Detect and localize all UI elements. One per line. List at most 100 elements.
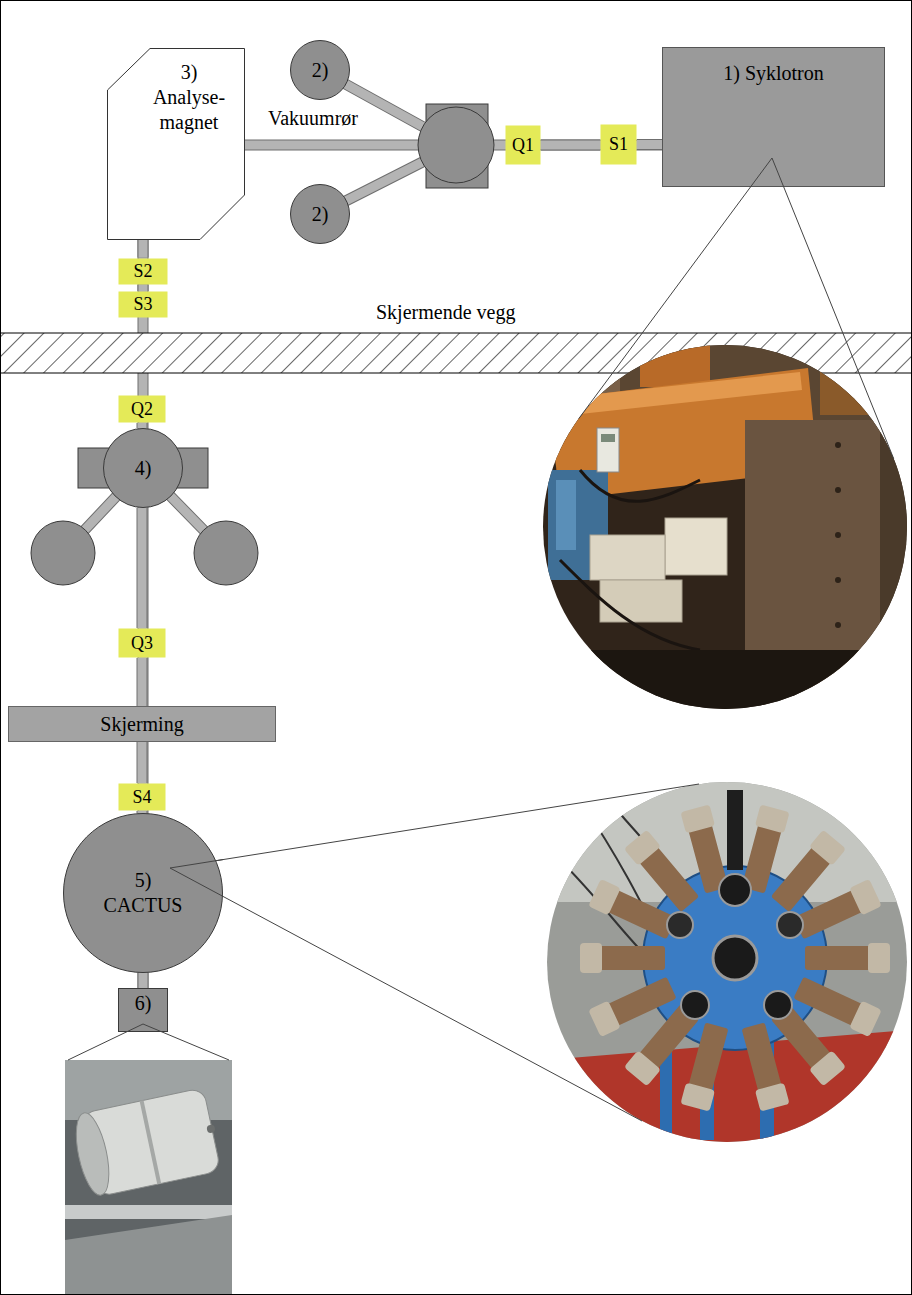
vacuum-pipe	[138, 423, 147, 428]
vacuum-pipe	[137, 508, 148, 628]
vacuum-pipe	[143, 285, 144, 292]
node-outline	[63, 813, 223, 973]
node-outline	[291, 41, 350, 100]
component-label: Skjerming	[100, 712, 183, 737]
node-content: Q3	[118, 628, 166, 658]
cyclotron-photo	[820, 345, 890, 415]
cyclotron-box: 1) Syklotron	[662, 47, 885, 187]
steerer-box: S3	[118, 291, 168, 318]
cactus-photo	[547, 782, 907, 1142]
vacuum-pipe	[139, 285, 148, 292]
node-content: S1	[600, 124, 637, 165]
component-label: 5)	[135, 868, 152, 893]
leader-line	[170, 868, 223, 973]
switching-magnet	[194, 521, 258, 585]
vacuum-pipe	[139, 973, 148, 988]
cyclotron-photo	[590, 535, 665, 580]
cactus-photo	[805, 946, 875, 970]
vacuum-pipe	[143, 973, 144, 988]
node-outline	[64, 814, 223, 973]
vacuum-pipe	[541, 140, 600, 151]
cactus-photo	[849, 879, 882, 915]
cyclotron-photo	[560, 372, 802, 416]
detector-photo	[70, 1087, 224, 1199]
node-outline	[119, 292, 168, 318]
detector-photo	[65, 1215, 232, 1295]
node-content: 2)	[290, 184, 350, 244]
steerer-box: S4	[118, 783, 166, 811]
vacuum-pipe	[142, 742, 143, 783]
node-content: 6)	[118, 988, 168, 1032]
node-outline	[119, 784, 166, 811]
shielding-band: Skjerming	[8, 706, 276, 742]
node-outline	[119, 258, 168, 284]
cactus-photo	[624, 830, 702, 914]
detector-photo	[65, 1060, 232, 1295]
vacuum-pipe	[138, 240, 149, 258]
vacuum-pipe	[541, 141, 600, 150]
cactus-photo	[580, 943, 602, 973]
cyclotron-photo	[835, 622, 841, 628]
component-label: S2	[133, 260, 152, 283]
cactus-photo	[624, 1050, 661, 1086]
node-content: S2	[118, 258, 168, 285]
vacuum-pipe	[138, 973, 149, 988]
detector-photo	[65, 1060, 232, 1295]
vacuum-pipe	[137, 658, 148, 706]
cactus-photo	[580, 943, 665, 973]
leader-line	[170, 813, 223, 868]
component-label: 2)	[312, 58, 329, 83]
vacuum-pipe	[137, 423, 148, 428]
node-outline	[119, 629, 166, 658]
cactus-photo	[547, 782, 907, 1142]
node-outline	[663, 48, 885, 187]
vacuum-pipe	[142, 508, 143, 628]
leader-line	[68, 158, 894, 1121]
component-label: Q3	[131, 632, 153, 655]
vacuum-pipe	[138, 285, 149, 292]
vacuum-pipe	[137, 811, 148, 813]
cyclotron-photo	[601, 434, 615, 442]
vacuum-pipe	[637, 144, 662, 145]
leader-line	[118, 1024, 143, 1032]
node-content: Skjerming	[8, 706, 276, 742]
node-content: 1) Syklotron	[662, 47, 885, 187]
component-label: 1) Syklotron	[723, 61, 824, 86]
node-outline	[506, 126, 541, 165]
quadrupole-box: Q2	[118, 395, 166, 423]
component-label: 2)	[312, 202, 329, 227]
component-label: Q1	[512, 134, 534, 157]
cactus-photo	[739, 1022, 790, 1112]
cactus-photo	[809, 830, 846, 866]
detector-box: 6)	[118, 988, 168, 1032]
node-outline	[108, 49, 245, 240]
cyclotron-photo	[745, 420, 880, 690]
node-content: 5)CACTUS	[63, 813, 223, 973]
leader-line	[662, 158, 772, 187]
detector-photo	[206, 1124, 215, 1133]
cyclotron-photo	[835, 487, 841, 493]
cyclotron-photo	[665, 518, 727, 575]
detector-photo	[140, 1100, 162, 1184]
detector-photo	[65, 1205, 232, 1219]
leader-line	[143, 1024, 168, 1032]
switching-magnet	[418, 107, 494, 183]
cactus-photo	[588, 1001, 621, 1037]
cyclotron-photo	[835, 442, 841, 448]
node-outline	[104, 429, 183, 508]
leader-line	[68, 158, 894, 1121]
vacuum-pipe	[142, 811, 143, 813]
beamline-station: 2)	[290, 184, 350, 244]
vacuum-pipe	[138, 742, 147, 783]
component-label: 6)	[135, 991, 152, 1016]
vacuum-pipe	[142, 658, 143, 706]
cactus-photo	[667, 912, 693, 938]
cactus-photo	[680, 804, 715, 833]
cyclotron-photo	[560, 470, 700, 650]
switching-magnet	[418, 104, 494, 188]
cyclotron-photo	[540, 340, 912, 720]
cactus-photo	[805, 943, 890, 973]
